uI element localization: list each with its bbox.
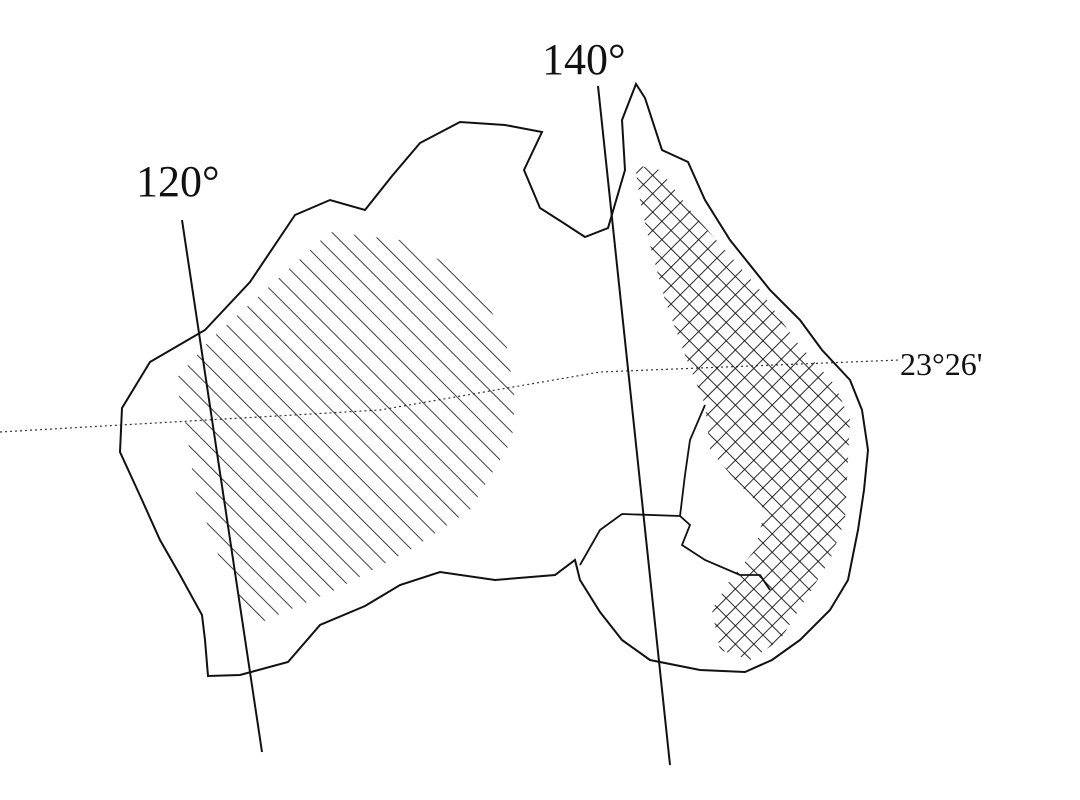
meridian-140-line xyxy=(597,85,671,766)
australia-outline xyxy=(118,81,870,678)
meridian-120-line xyxy=(181,219,263,753)
hatched-region xyxy=(175,232,515,625)
tropic-label: 23°26' xyxy=(900,346,983,382)
meridian-120-label: 120° xyxy=(136,157,220,206)
east-inner-line xyxy=(679,404,706,517)
meridian-140-label: 140° xyxy=(542,35,626,84)
crosshatched-region xyxy=(635,165,850,660)
gulf-inner-line xyxy=(579,513,771,591)
